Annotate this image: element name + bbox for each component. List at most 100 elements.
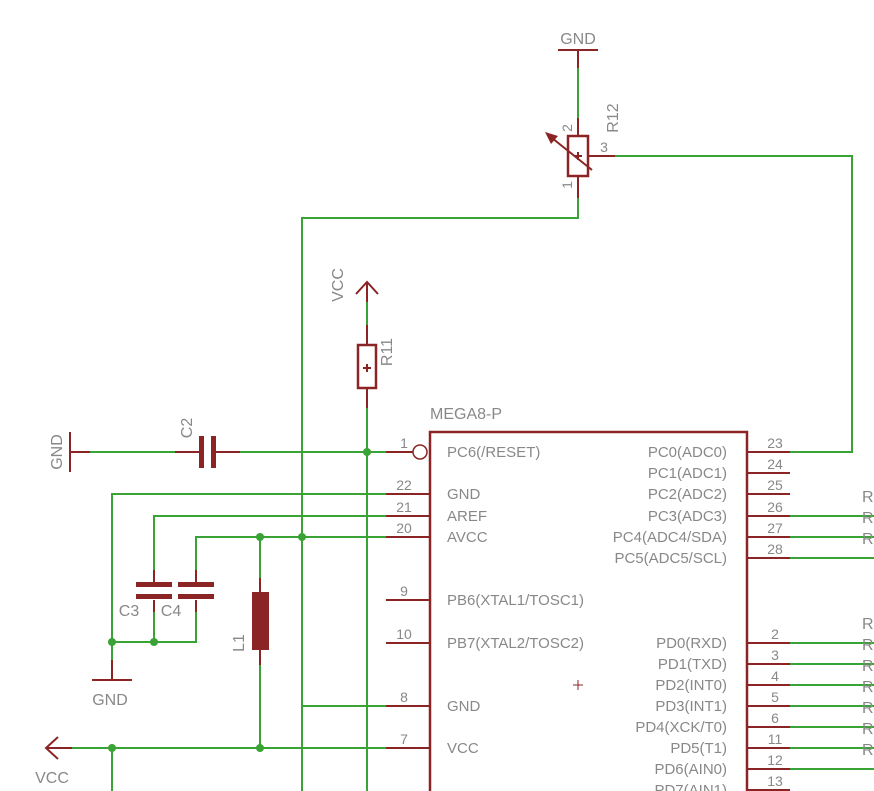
ic-pin-name: PD7(AIN1)	[654, 782, 727, 791]
ic-pin-name: VCC	[447, 740, 479, 757]
svg-text:GND: GND	[92, 692, 128, 709]
ic-pin-number: 27	[767, 520, 783, 536]
edge-net-label: R	[862, 679, 874, 696]
r11-resistor: R11	[356, 325, 396, 408]
c2-capacitor: C2	[175, 418, 240, 468]
ic-pin-number: 20	[396, 520, 412, 536]
ic-pin-number: 25	[767, 477, 783, 493]
ic-pin-name: PD1(TXD)	[658, 656, 727, 673]
r12-potentiometer: 2 1 3 R12	[545, 103, 622, 198]
junctions	[108, 448, 371, 752]
edge-net-label: R	[862, 721, 874, 738]
svg-text:C2: C2	[179, 418, 196, 439]
ic-pin-number: 12	[767, 752, 783, 768]
edge-net-label: R	[862, 531, 874, 548]
ic-pin-name: PC4(ADC4/SDA)	[613, 529, 727, 546]
ic-pin-name: PD2(INT0)	[655, 677, 727, 694]
ic-pin-name: PD6(AIN0)	[654, 761, 727, 778]
ic-pin-name: PC1(ADC1)	[648, 465, 727, 482]
ic-pin-name: GND	[447, 698, 481, 715]
svg-text:3: 3	[600, 139, 608, 155]
ic-pin-number: 24	[767, 456, 783, 472]
ic-pin-name: PD5(T1)	[670, 740, 727, 757]
c3-capacitor: C3	[119, 570, 172, 620]
svg-text:MEGA8-P: MEGA8-P	[430, 406, 502, 423]
ic-pin-number: 4	[771, 668, 779, 684]
ic-pin-name: PC0(ADC0)	[648, 444, 727, 461]
vcc-mid-symbol: VCC	[330, 268, 379, 302]
ic-pin-name: PB7(XTAL2/TOSC2)	[447, 635, 584, 652]
ic-pin-number: 5	[771, 689, 779, 705]
ic-pin-name: GND	[447, 486, 481, 503]
ic-pin-number: 28	[767, 541, 783, 557]
gnd-bottom-symbol: GND	[92, 660, 132, 709]
ic-pin-name: PD4(XCK/T0)	[635, 719, 727, 736]
gnd-top-symbol: GND	[558, 31, 598, 68]
ic-pin-name: PD3(INT1)	[655, 698, 727, 715]
edge-net-label: R	[862, 700, 874, 717]
svg-text:L1: L1	[231, 634, 248, 652]
ic-pin-name: AREF	[447, 508, 487, 525]
ic-pin-number: 6	[771, 710, 779, 726]
svg-text:R11: R11	[379, 338, 396, 366]
ic-pin-number: 9	[400, 583, 408, 599]
svg-text:1: 1	[559, 181, 575, 189]
ic-pin-name: PC2(ADC2)	[648, 486, 727, 503]
ic-pin-number: 7	[400, 731, 408, 747]
edge-net-label: R	[862, 637, 874, 654]
ic-pin-number: 11	[768, 731, 783, 747]
ic-pin-number: 8	[400, 689, 408, 705]
gnd-left-symbol: GND	[49, 432, 90, 472]
ic-pin-number: 3	[771, 647, 779, 663]
ic-pin-name: PC5(ADC5/SCL)	[614, 550, 727, 567]
svg-text:C4: C4	[161, 603, 182, 620]
ic-pin-name: PB6(XTAL1/TOSC1)	[447, 592, 584, 609]
ic-pin-number: 26	[767, 499, 783, 515]
c4-capacitor: C4	[161, 570, 214, 620]
svg-text:GND: GND	[49, 434, 66, 470]
svg-text:R12: R12	[605, 103, 622, 132]
mega8-ic: MEGA8-P 1PC6(/RESET)22GND21AREF20AVCC9PB…	[386, 406, 790, 791]
vcc-bottom-symbol: VCC	[35, 736, 72, 787]
ic-pin-name: PC3(ADC3)	[648, 508, 727, 525]
svg-text:2: 2	[559, 124, 575, 132]
ic-pin-name: PD0(RXD)	[656, 635, 727, 652]
ic-pin-number: 1	[400, 435, 408, 451]
svg-text:C3: C3	[119, 603, 140, 620]
svg-text:VCC: VCC	[35, 770, 69, 787]
ic-pin-number: 13	[767, 773, 783, 789]
ic-pin-number: 10	[396, 626, 412, 642]
ic-pin-name: PC6(/RESET)	[447, 444, 540, 461]
ic-pin-number: 21	[396, 499, 412, 515]
svg-text:GND: GND	[560, 31, 596, 48]
ic-pin-name: AVCC	[447, 529, 488, 546]
edge-net-label: R	[862, 616, 874, 633]
edge-net-label: R	[862, 658, 874, 675]
ic-pin-number: 23	[767, 435, 783, 451]
edge-net-label: R	[862, 742, 874, 759]
